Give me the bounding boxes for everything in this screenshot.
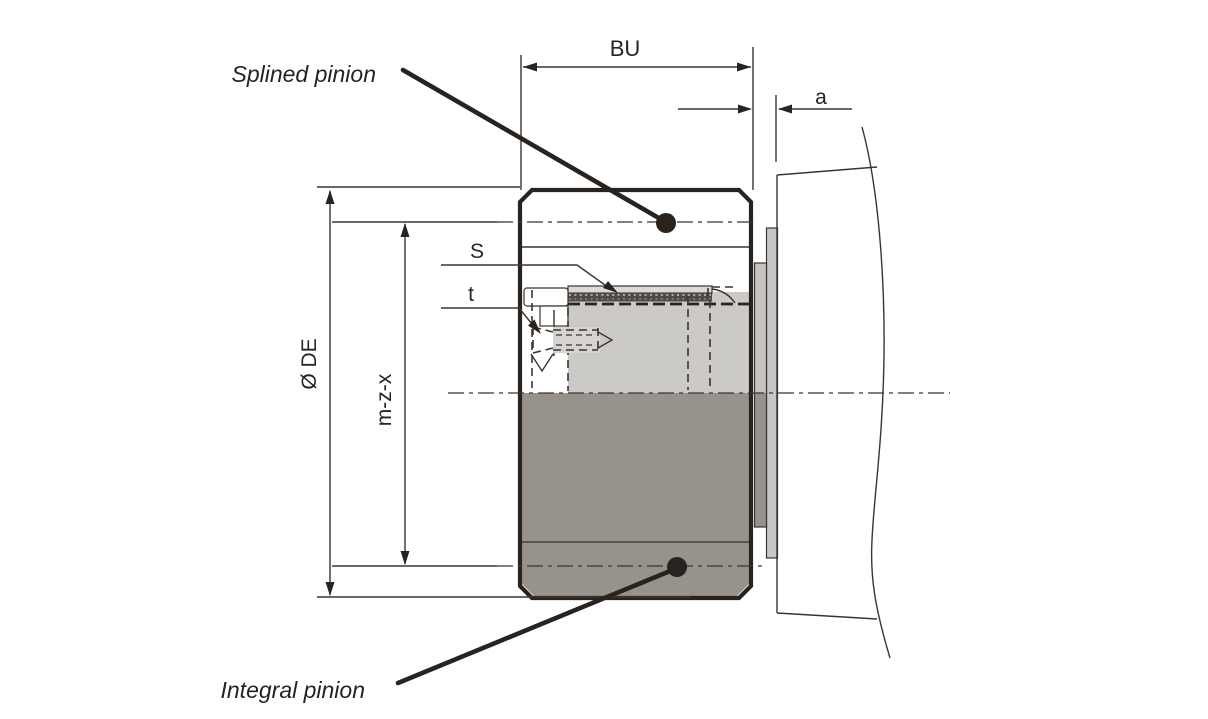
s-leader-arrow: [603, 281, 618, 293]
bu-arrow-left: [523, 62, 537, 72]
screw-thread-lines: [556, 334, 596, 346]
splined-pinion-dot: [656, 213, 676, 233]
t-label: t: [468, 283, 474, 306]
integral-pinion-leader: [395, 566, 678, 686]
screw-head-cone: [532, 326, 554, 354]
sleeve-shoulder-hidden: [707, 286, 734, 296]
t-leader-arrow: [528, 319, 541, 334]
hub-face-ring-outline: [753, 262, 768, 528]
integral-pinion-section: [522, 393, 749, 596]
hub-face-ring-bottom: [754, 393, 767, 527]
dimension-bu: BU: [520, 36, 754, 190]
collar-step-upper: [523, 287, 569, 307]
mzx-arrow-bottom: [400, 551, 410, 565]
callout-integral-pinion: Integral pinion: [221, 557, 687, 703]
screw-tip-chevron: [597, 331, 614, 349]
sleeve-shoulder-arc: [711, 288, 736, 304]
splined-pinion-leader: [400, 67, 667, 224]
a-arrow-left: [738, 104, 752, 114]
centerlines: [332, 221, 950, 567]
integral-pinion-dot: [667, 557, 687, 577]
set-screw: [530, 326, 614, 373]
dimension-de: Ø DE: [298, 186, 690, 598]
bu-label: BU: [610, 36, 641, 61]
bu-arrow-right: [737, 62, 751, 72]
housing-top-edge: [776, 166, 878, 176]
dimension-a: a: [678, 86, 852, 162]
hub-face-ring-top: [754, 263, 767, 393]
s-label: S: [470, 240, 484, 263]
housing-bottom-edge: [776, 612, 878, 620]
spline-top-land: [567, 285, 713, 294]
machine-housing: [776, 126, 891, 659]
screw-shaft-shade: [553, 327, 600, 353]
spline-teeth-band: [568, 292, 712, 302]
reference-s: S: [441, 240, 618, 293]
reference-t: t: [441, 283, 541, 334]
a-arrow-right: [778, 104, 792, 114]
body-outline: [517, 187, 754, 601]
mzx-arrow-top: [400, 223, 410, 237]
integral-pinion-label: Integral pinion: [221, 677, 366, 703]
mzx-label: m-z-x: [373, 373, 396, 426]
dimension-mzx: m-z-x: [373, 223, 410, 565]
callout-splined-pinion: Splined pinion: [231, 61, 676, 233]
t-leader-line: [441, 307, 537, 330]
de-label: Ø DE: [298, 338, 321, 389]
pinion-body: [517, 187, 754, 601]
de-arrow-top: [325, 190, 335, 204]
a-label: a: [815, 86, 827, 109]
s-leader-line: [441, 264, 613, 291]
splined-pinion-label: Splined pinion: [231, 61, 376, 87]
housing-break-line: [861, 126, 891, 659]
countersink-vee: [530, 353, 554, 373]
de-arrow-bottom: [325, 582, 335, 596]
